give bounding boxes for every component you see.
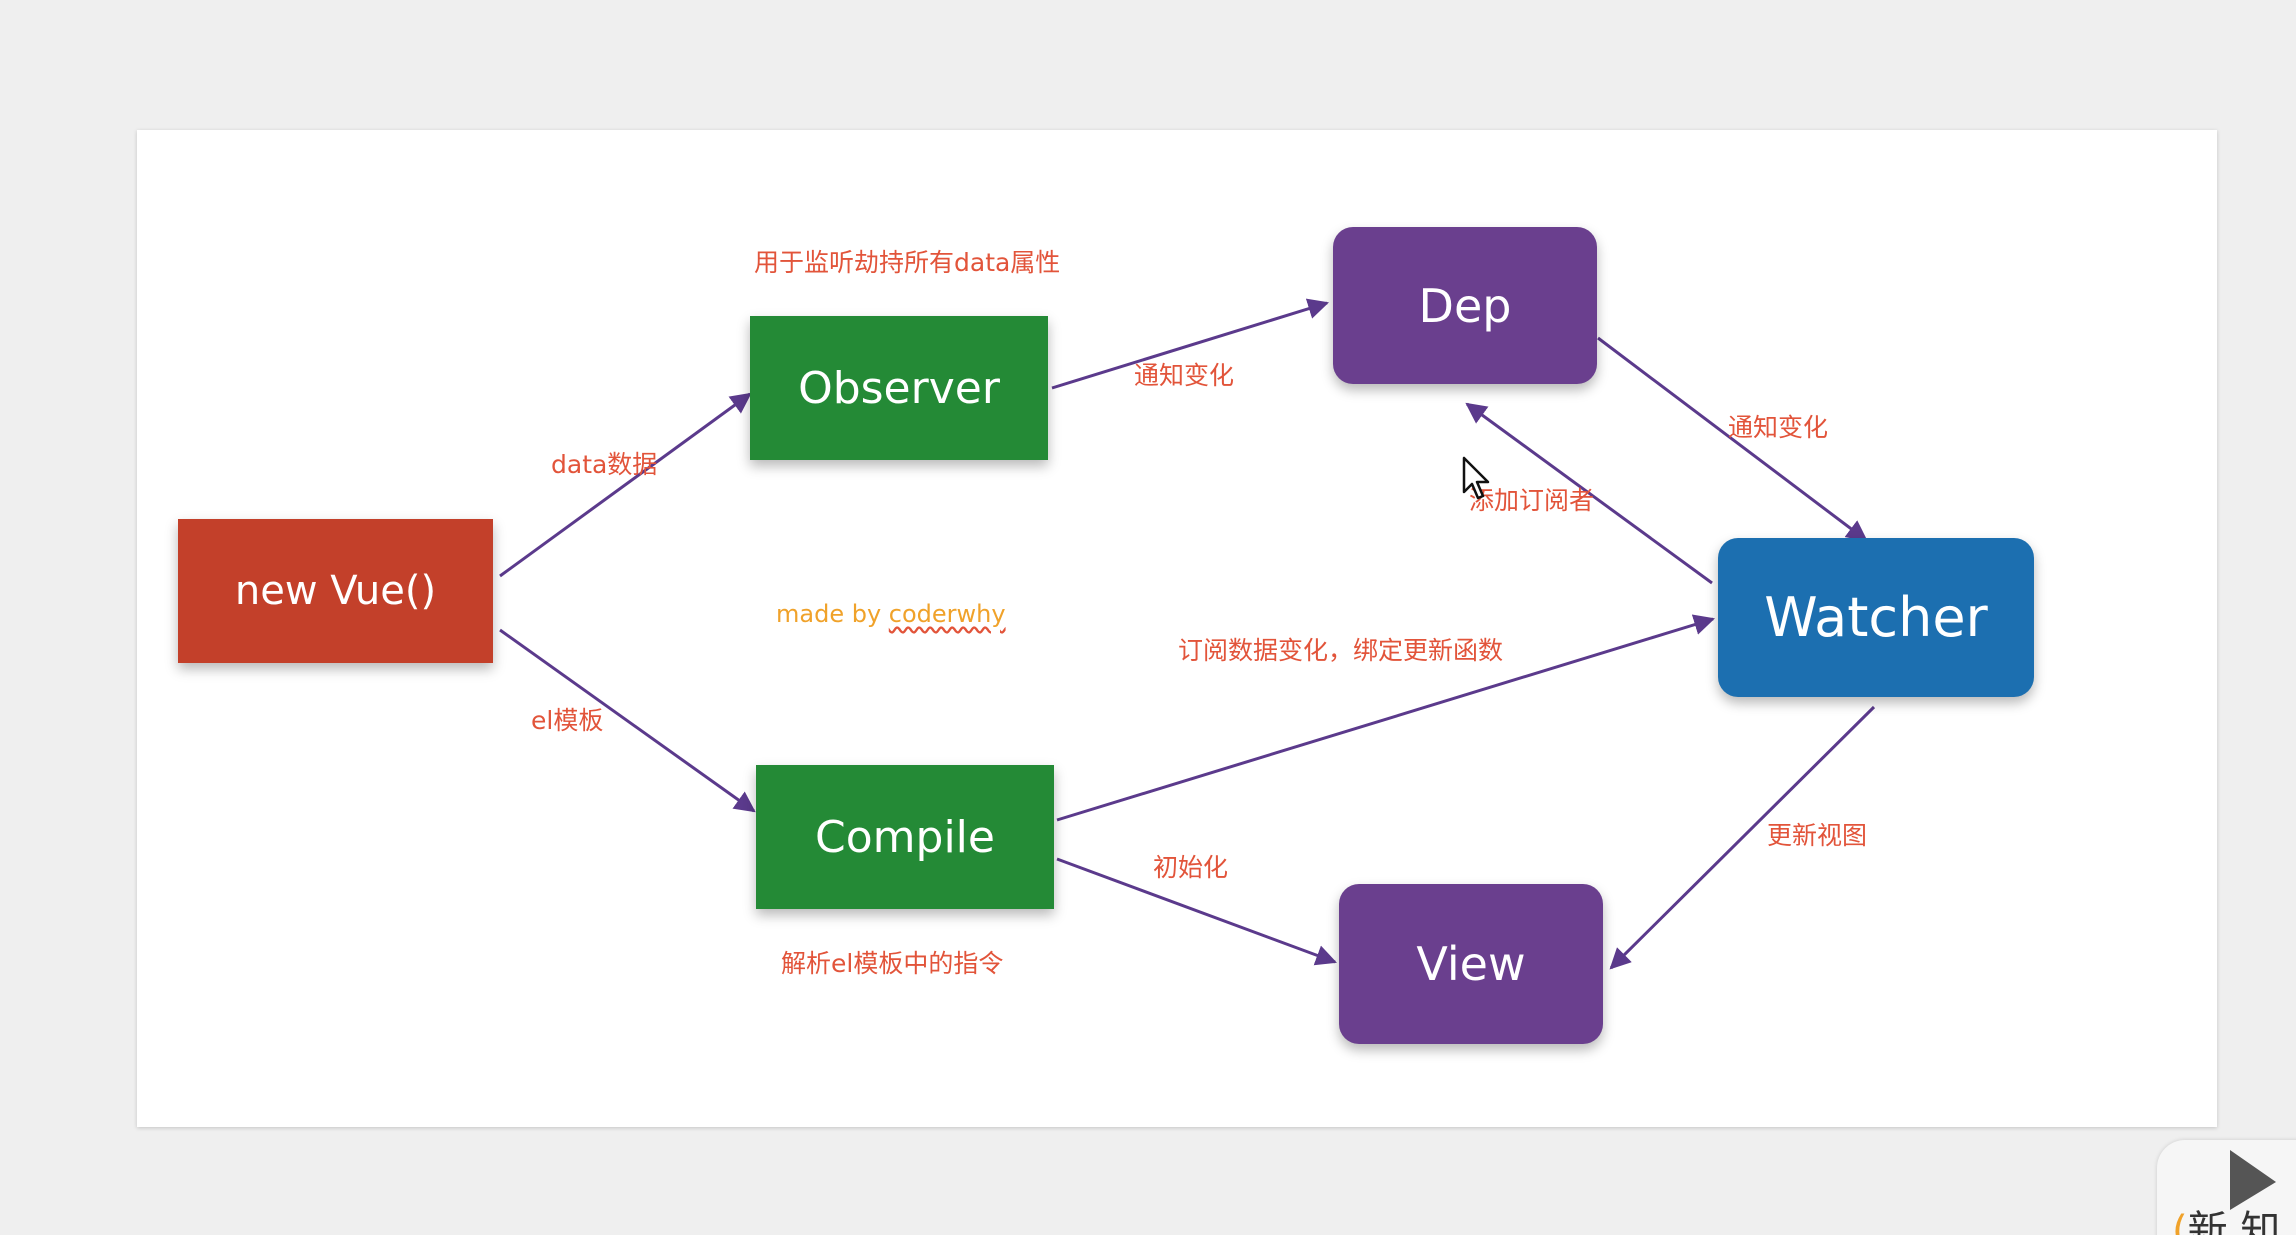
label-data: data数据: [551, 450, 658, 479]
credit-author: coderwhy: [888, 600, 1006, 628]
node-view: View: [1339, 884, 1603, 1044]
label-notify-change-dep-watcher: 通知变化: [1728, 413, 1829, 442]
play-icon[interactable]: [2222, 1144, 2282, 1214]
corner-badge[interactable]: [2157, 1140, 2296, 1235]
corner-mark: (: [2172, 1208, 2188, 1235]
label-observer-description: 用于监听劫持所有data属性: [754, 248, 1061, 277]
node-dep: Dep: [1333, 227, 1597, 384]
mouse-cursor-icon: [1462, 456, 1490, 500]
label-compile-description: 解析el模板中的指令: [781, 949, 1004, 978]
label-update-view: 更新视图: [1767, 821, 1868, 850]
corner-label: 新 知: [2187, 1208, 2281, 1235]
label-notify-change-observer-dep: 通知变化: [1134, 361, 1235, 390]
node-watcher: Watcher: [1718, 538, 2034, 697]
node-compile: Compile: [756, 765, 1054, 909]
label-el-template: el模板: [531, 706, 604, 735]
label-add-subscriber: 添加订阅者: [1469, 486, 1595, 515]
corner-watermark-text: (新 知: [2172, 1198, 2280, 1235]
label-subscribe-data-change: 订阅数据变化，绑定更新函数: [1178, 636, 1504, 665]
credit-text: made by coderwhy: [776, 600, 1006, 628]
node-observer: Observer: [750, 316, 1048, 460]
credit-prefix: made by: [776, 600, 889, 628]
label-initialize: 初始化: [1153, 853, 1229, 882]
node-new-vue: new Vue(): [178, 519, 493, 663]
